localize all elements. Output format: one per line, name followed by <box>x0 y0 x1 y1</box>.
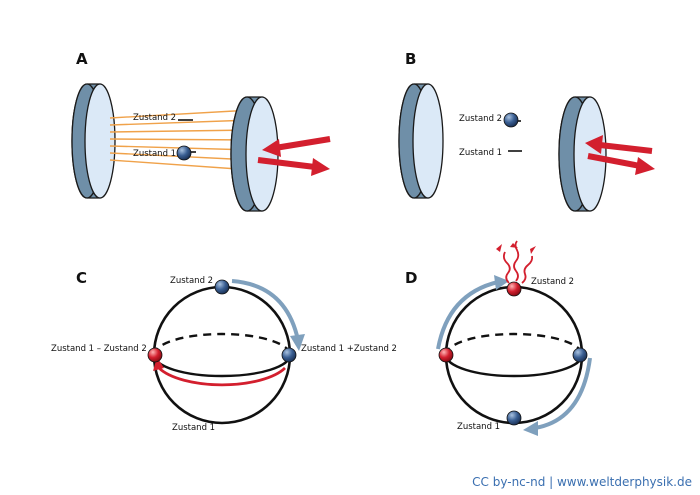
atom-top <box>506 281 522 297</box>
blue-arrow-lower <box>534 357 592 430</box>
bloch-sphere <box>152 285 292 425</box>
atom-right <box>572 347 588 363</box>
right-mirror <box>558 96 607 212</box>
equator-front <box>152 354 292 378</box>
red-arrow-outgoing <box>587 153 655 175</box>
bloch-sphere <box>444 285 584 425</box>
panel-b-state1-label: Zustand 1 <box>459 148 502 158</box>
red-arrow-outgoing <box>257 157 330 176</box>
red-arrow-incoming <box>262 136 331 157</box>
panel-a-letter: A <box>76 50 88 68</box>
atom <box>503 112 519 128</box>
blue-arrow-lower-head <box>523 421 538 436</box>
equator-back <box>444 332 584 356</box>
red-path-arrowhead <box>153 357 164 371</box>
panel-c-left-label: Zustand 1 – Zustand 2 <box>51 344 147 354</box>
blue-arrow-upper <box>436 280 499 350</box>
photon-arrowhead <box>530 246 536 254</box>
left-mirror <box>398 83 444 199</box>
red-path-arrow <box>158 366 286 387</box>
equator-back <box>152 332 292 356</box>
atom-bottom <box>506 410 522 426</box>
panel-c: C Zustand 2 Zustand 1 – Zustand 2 Zustan… <box>51 269 397 433</box>
panel-d-letter: D <box>405 269 417 287</box>
blue-rotation-arrow <box>231 279 300 341</box>
photon-arrowhead <box>510 243 518 248</box>
panel-a: A <box>71 50 331 212</box>
photon-emission-icon <box>502 240 534 284</box>
panel-c-bottom-label: Zustand 1 <box>172 423 215 433</box>
blue-rotation-arrowhead <box>290 334 305 351</box>
panel-a-state2-label: Zustand 2 <box>133 113 176 123</box>
photon-arrowhead <box>496 244 502 252</box>
right-mirror <box>230 96 279 212</box>
atom-right <box>281 347 297 363</box>
atom <box>176 145 192 161</box>
panel-d-top-label: Zustand 2 <box>531 277 574 287</box>
panel-d: D Zustand 2 Zustand 1 <box>405 240 592 436</box>
panel-b-letter: B <box>405 50 416 68</box>
panel-d-bottom-label: Zustand 1 <box>457 422 500 432</box>
blue-arrow-upper-head <box>494 275 509 290</box>
equator-front <box>444 354 584 378</box>
panel-b: B Zustand 2 Zustand 1 <box>398 50 655 212</box>
panel-b-state2-label: Zustand 2 <box>459 114 502 124</box>
panel-c-top-label: Zustand 2 <box>170 276 213 286</box>
atom-top <box>214 279 230 295</box>
panel-c-right-label: Zustand 1 +Zustand 2 <box>301 344 397 354</box>
panel-a-state1-label: Zustand 1 <box>133 149 176 159</box>
credit-line: CC by-nc-nd | www.weltderphysik.de <box>472 475 692 489</box>
left-mirror <box>71 83 116 199</box>
red-arrow-incoming <box>585 135 653 154</box>
panel-c-letter: C <box>76 269 87 287</box>
atom-left <box>438 347 454 363</box>
atom-left <box>147 347 163 363</box>
